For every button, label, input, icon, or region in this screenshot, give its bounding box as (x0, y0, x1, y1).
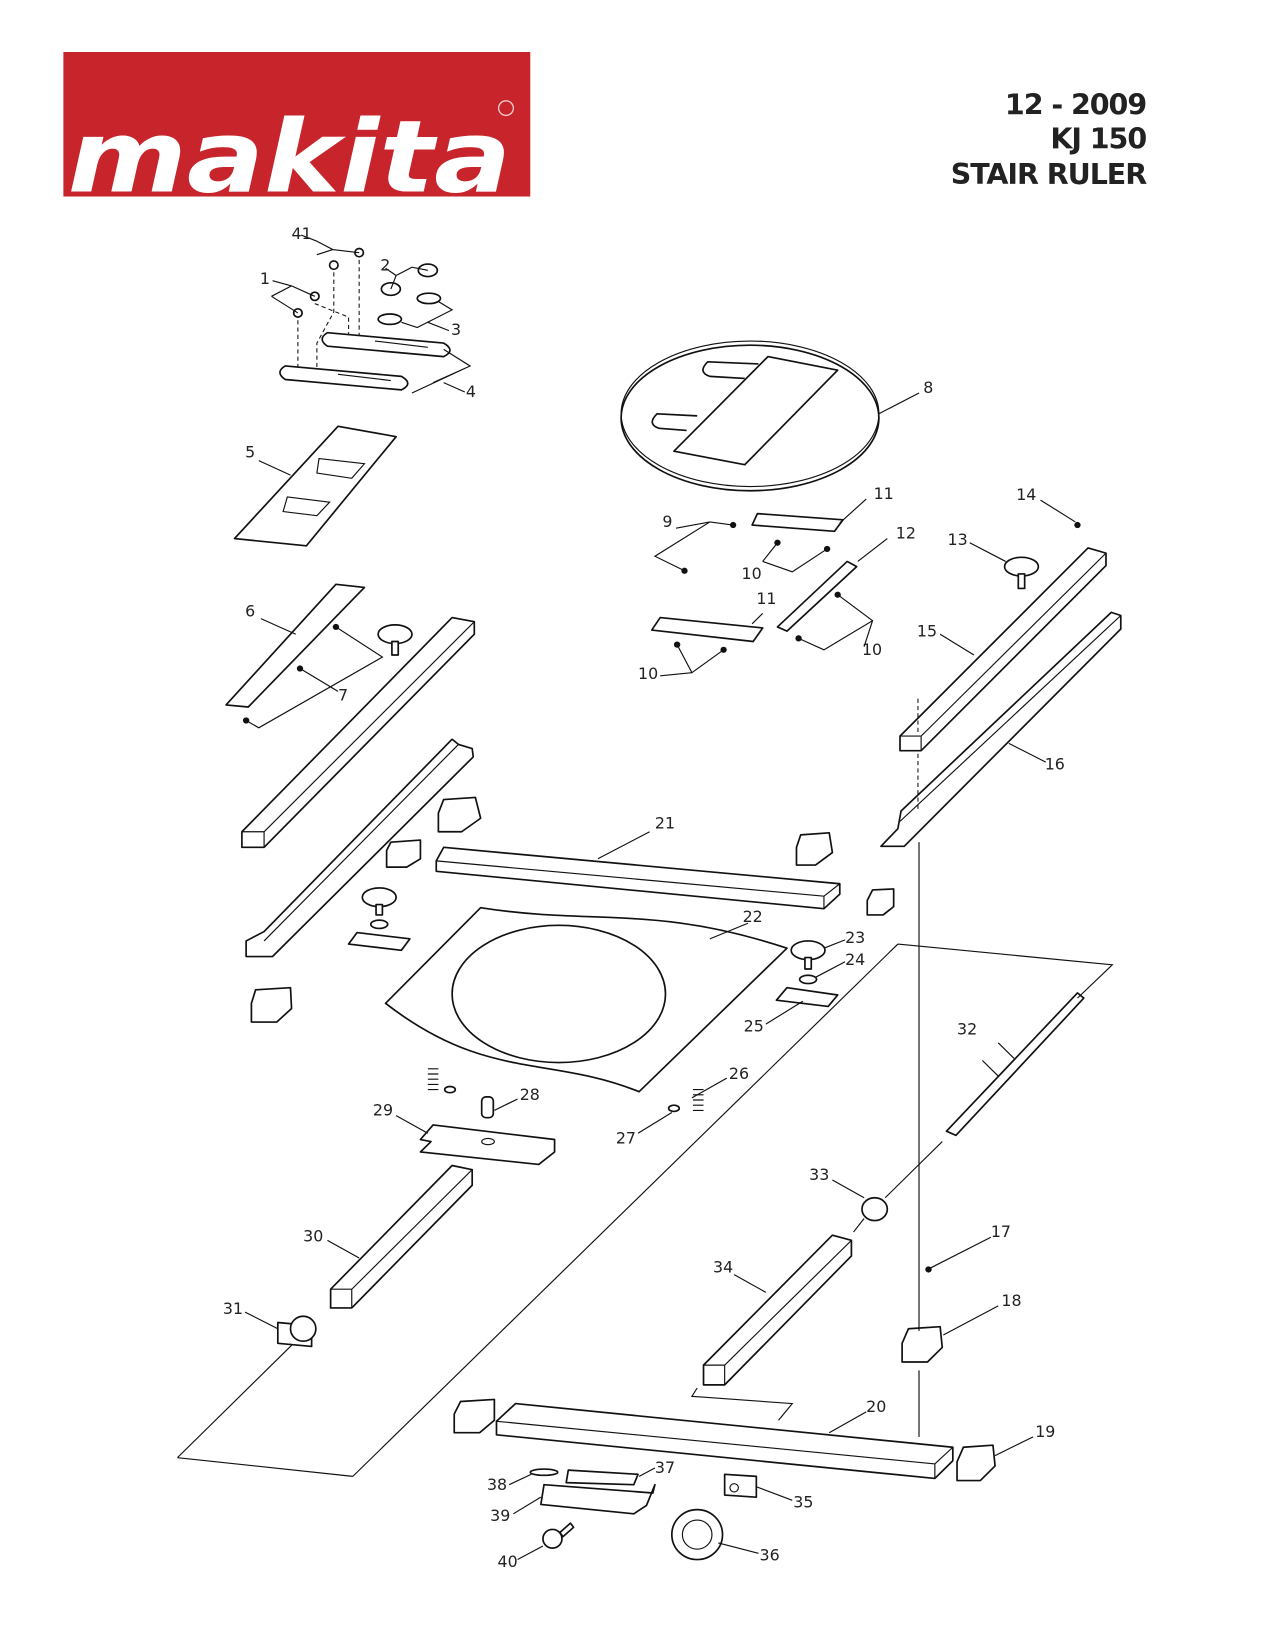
callout-19: 19 (1035, 1422, 1055, 1441)
part-brackets (650, 498, 888, 677)
makita-logo: makita (63, 51, 531, 215)
part-bottom-bar (453, 1398, 1034, 1482)
callout-30: 30 (303, 1227, 323, 1246)
callout-37: 37 (655, 1458, 675, 1477)
callout-39: 39 (490, 1506, 510, 1525)
part-washers (377, 292, 454, 332)
callout-3: 3 (451, 320, 461, 339)
callout-6: 6 (245, 602, 255, 621)
callout-15: 15 (917, 621, 937, 640)
callout-1: 1 (260, 269, 270, 288)
callout-7: 7 (338, 686, 348, 705)
callout-24: 24 (845, 950, 865, 969)
part-round-base (620, 340, 920, 492)
callout-21: 21 (655, 814, 675, 833)
callout-20: 20 (866, 1397, 886, 1416)
callout-11b: 11 (756, 589, 776, 608)
part-threaded-rod (177, 943, 1114, 1477)
callout-16: 16 (1045, 754, 1065, 773)
callout-2: 2 (380, 255, 390, 274)
callout-28: 28 (520, 1085, 540, 1104)
part-end-cap (244, 1311, 317, 1348)
callout-29: 29 (373, 1101, 393, 1120)
part-angle-bracket (225, 583, 413, 729)
part-foot-right (765, 939, 846, 1025)
part-screws-top (271, 234, 365, 372)
callout-4: 4 (466, 382, 476, 401)
part-channel-rail (880, 611, 1122, 848)
part-knob-top (969, 499, 1081, 590)
callout-41: 41 (292, 224, 312, 243)
callout-36: 36 (760, 1546, 780, 1565)
callout-10c: 10 (638, 664, 658, 683)
model-number: KJ 150 (1050, 123, 1146, 156)
part-scale-bar (690, 1234, 853, 1421)
callout-10: 10 (742, 564, 762, 583)
part-crossbar (435, 831, 841, 910)
product-name: STAIR RULER (951, 158, 1148, 191)
part-foot-left (347, 887, 411, 952)
logo-wordmark: makita (68, 99, 512, 215)
callout-12: 12 (896, 524, 916, 543)
callout-10b: 10 (862, 640, 882, 659)
part-round-knob (832, 1141, 943, 1233)
callout-35: 35 (793, 1493, 813, 1512)
part-screw-block-right (901, 842, 999, 1437)
callout-34: 34 (713, 1258, 733, 1277)
callout-32: 32 (957, 1020, 977, 1039)
callout-18: 18 (1001, 1291, 1021, 1310)
part-wing-nuts (380, 263, 439, 297)
callout-5: 5 (245, 443, 255, 462)
callout-9: 9 (662, 512, 672, 531)
parts (177, 234, 1122, 1561)
callout-22: 22 (743, 907, 763, 926)
part-slotted-plates (279, 331, 472, 394)
callout-labels: 41 2 1 3 4 8 5 11 14 9 12 13 10 11 6 15 … (223, 224, 1065, 1571)
callout-25: 25 (744, 1016, 764, 1035)
callout-14: 14 (1016, 485, 1036, 504)
callout-26: 26 (729, 1064, 749, 1083)
callout-11: 11 (874, 484, 894, 503)
document-date: 12 - 2009 (1005, 89, 1146, 122)
logo-background (63, 51, 531, 197)
part-rail-left (241, 616, 476, 958)
part-rail-right (899, 547, 1107, 752)
callout-8: 8 (923, 378, 933, 397)
part-base-sheet (384, 906, 788, 1093)
registered-mark-icon (497, 100, 515, 117)
part-plate (233, 425, 397, 547)
callout-40: 40 (498, 1552, 518, 1571)
callout-13: 13 (948, 530, 968, 549)
callout-27: 27 (616, 1129, 636, 1148)
part-square-tube (327, 1164, 474, 1309)
callout-31: 31 (223, 1299, 243, 1318)
part-springs-pins (395, 1068, 728, 1166)
part-end-blocks (250, 796, 895, 1023)
part-clamp-hardware (508, 1467, 793, 1561)
callout-33: 33 (809, 1165, 829, 1184)
callout-38: 38 (487, 1475, 507, 1494)
callout-17: 17 (991, 1222, 1011, 1241)
callout-23: 23 (845, 928, 865, 947)
